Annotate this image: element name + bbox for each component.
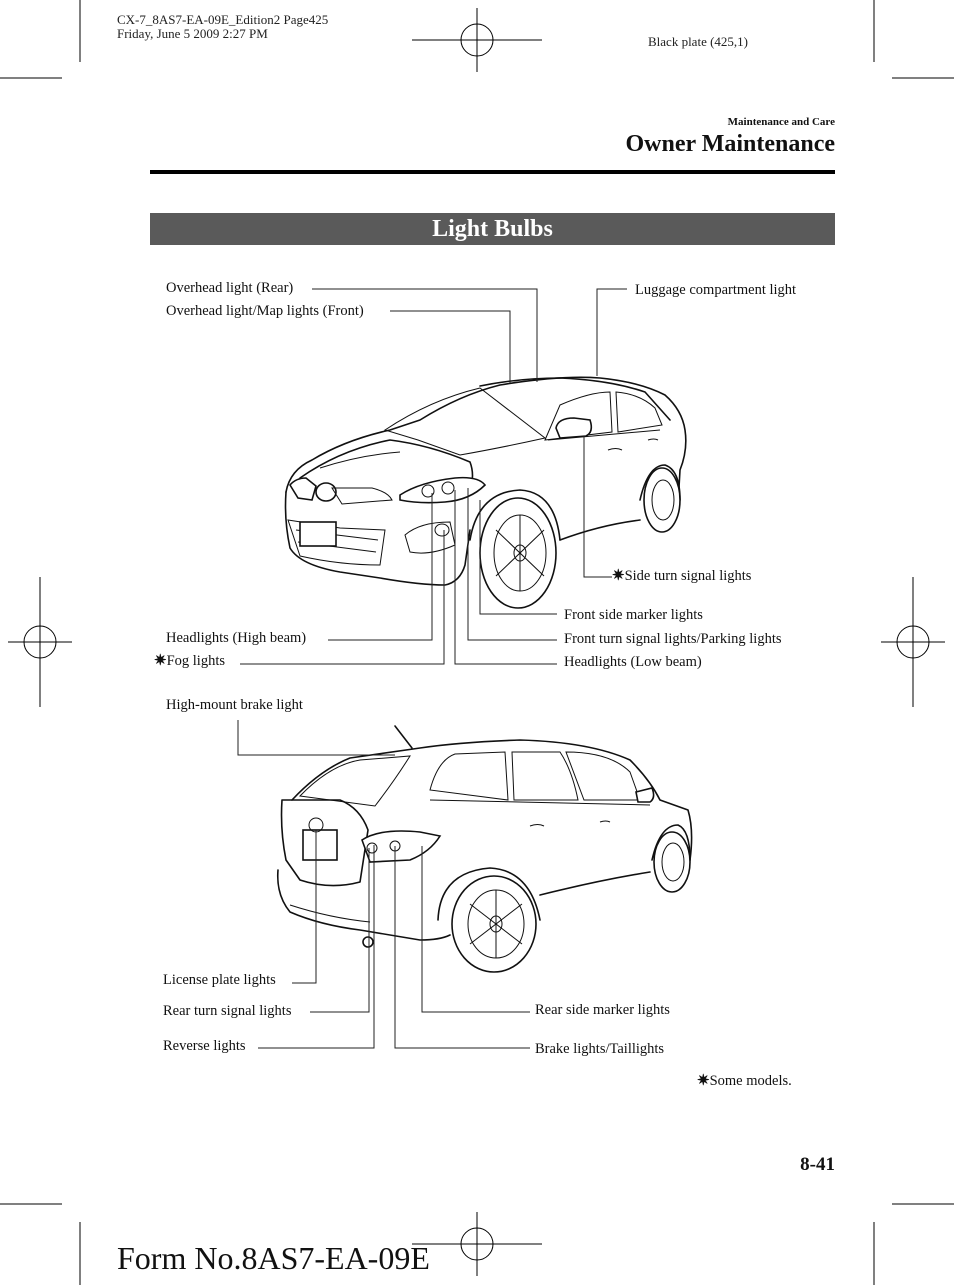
label-license-plate: License plate lights	[163, 972, 276, 988]
label-front-side-marker: Front side marker lights	[564, 607, 703, 623]
label-overhead-light-rear: Overhead light (Rear)	[166, 280, 294, 296]
registration-mark-left	[8, 577, 72, 707]
rear-car-illustration	[276, 725, 693, 973]
rear-leader-lines	[237, 720, 530, 1049]
label-headlights-high: Headlights (High beam)	[166, 630, 307, 646]
registration-mark-bottom	[412, 1212, 542, 1276]
black-plate-label: Black plate (425,1)	[648, 34, 748, 49]
label-rear-side-marker: Rear side marker lights	[535, 1002, 670, 1018]
page-title: Owner Maintenance	[625, 131, 835, 157]
print-job-line: CX-7_8AS7-EA-09E_Edition2 Page425	[117, 12, 329, 27]
print-date-line: Friday, June 5 2009 2:27 PM	[117, 26, 268, 41]
label-brake-taillights: Brake lights/Taillights	[535, 1041, 665, 1057]
label-high-mount-brake: High-mount brake light	[166, 697, 303, 713]
label-headlights-low: Headlights (Low beam)	[564, 654, 702, 670]
footnote-star-icon: ✷	[697, 1073, 710, 1089]
label-side-turn-signal: ✷Side turn signal lights	[612, 568, 752, 584]
label-rear-turn-signal: Rear turn signal lights	[163, 1003, 292, 1019]
label-luggage-light: Luggage compartment light	[635, 282, 797, 298]
header-rule	[150, 170, 835, 174]
footnote-star-icon: ✷	[612, 568, 625, 584]
form-number: Form No.8AS7-EA-09E	[117, 1240, 430, 1276]
front-car-illustration	[284, 376, 687, 609]
registration-mark-right	[881, 577, 945, 707]
registration-mark-top	[412, 8, 542, 72]
page-number: 8-41	[800, 1154, 835, 1175]
label-front-turn-signal: Front turn signal lights/Parking lights	[564, 631, 782, 647]
label-overhead-light-front: Overhead light/Map lights (Front)	[166, 303, 364, 319]
label-fog-lights: ✷Fog lights	[154, 653, 225, 669]
section-label: Maintenance and Care	[727, 116, 835, 128]
label-reverse-lights: Reverse lights	[163, 1038, 246, 1054]
front-leader-lines	[240, 288, 627, 665]
footnote-star-icon: ✷	[154, 653, 167, 669]
footnote-some-models: ✷Some models.	[697, 1073, 792, 1089]
light-bulbs-banner: Light Bulbs	[150, 213, 835, 245]
